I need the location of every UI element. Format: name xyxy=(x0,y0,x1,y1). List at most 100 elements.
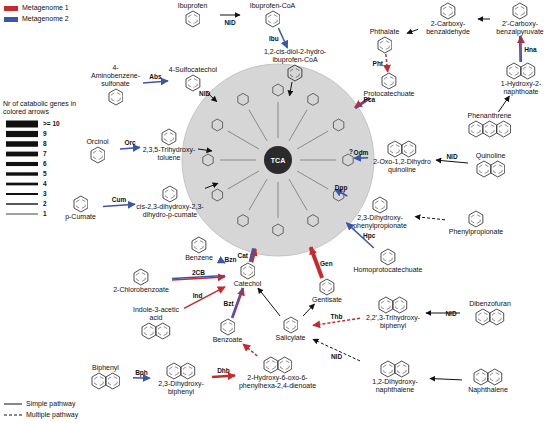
aromatic-bond xyxy=(471,124,480,134)
structure-ring xyxy=(265,10,281,28)
enzyme-label: Bzn xyxy=(225,255,237,262)
intermediate-ring xyxy=(308,93,318,105)
intermediate-link xyxy=(297,171,328,189)
benzene-ring xyxy=(491,161,505,177)
pathway-arrow xyxy=(354,157,368,159)
pathway-arrow xyxy=(520,36,522,62)
enzyme-label: Orc xyxy=(124,139,135,146)
pathway-arrow xyxy=(415,217,445,220)
aromatic-bond xyxy=(384,252,393,262)
legend-text: Metagenome 2 xyxy=(22,15,69,23)
aromatic-bond xyxy=(382,300,391,310)
benzene-ring xyxy=(477,161,491,177)
benzene-ring xyxy=(241,263,255,279)
scale-value: 1 xyxy=(43,210,47,217)
enzyme-label: Hna xyxy=(524,46,536,53)
compound-node: Ibuprofen xyxy=(165,2,220,28)
intermediate-link xyxy=(249,179,267,210)
benzene-ring xyxy=(469,121,483,137)
aromatic-bond xyxy=(499,124,508,134)
aromatic-bond xyxy=(145,326,154,336)
benzene-ring xyxy=(109,89,123,105)
benzene-ring xyxy=(490,309,504,325)
compound-name: Dibenzofuran xyxy=(460,300,520,308)
enzyme-label: Hpc xyxy=(363,232,375,239)
aromatic-bond xyxy=(516,6,525,16)
benzene-ring xyxy=(388,141,402,157)
benzene-ring xyxy=(106,373,120,389)
benzene-ring xyxy=(91,147,105,163)
pathway-arrow xyxy=(430,379,462,380)
pathway-arrow xyxy=(290,82,293,96)
compound-name: Catechol xyxy=(225,280,270,288)
legend-text: Multiple pathway xyxy=(26,411,78,419)
aromatic-bond xyxy=(485,124,494,134)
aromatic-bond xyxy=(93,150,102,160)
aromatic-bond xyxy=(444,6,453,16)
pathway-arrow xyxy=(303,304,315,316)
compound-name: Orcinol xyxy=(75,138,120,146)
compound-name: 2,2',3-Trihydroxy-biphenyl xyxy=(360,314,426,330)
intermediate-ring xyxy=(238,93,248,105)
aromatic-bond xyxy=(137,272,146,282)
scale-line xyxy=(6,203,38,204)
compound-name: Naphthalene xyxy=(462,386,514,394)
aromatic-bond xyxy=(165,132,174,142)
structure-ring xyxy=(468,210,484,228)
structure-ring xyxy=(161,128,177,146)
compound-name: p-Cumate xyxy=(58,213,103,221)
scale-line xyxy=(6,152,38,157)
aromatic-bond xyxy=(479,164,488,174)
compound-name: 2,3,5-Trihydroxy-toluene xyxy=(140,146,198,162)
benzene-ring xyxy=(496,121,510,137)
compound-name: Phenanthrene xyxy=(462,112,517,120)
intermediate-ring xyxy=(333,119,343,131)
compound-node: Homoprotocatechuate xyxy=(350,248,426,274)
compound-name: Gentisate xyxy=(306,296,348,304)
structure-ring xyxy=(380,360,410,378)
enzyme-label: NID xyxy=(445,310,456,317)
benzene-ring xyxy=(163,186,177,202)
pathway-arrow xyxy=(172,277,225,280)
enzyme-label: Dhb xyxy=(217,367,230,374)
intermediate-link xyxy=(228,131,259,149)
pathway-arrow xyxy=(335,190,347,197)
intermediate-link xyxy=(228,171,259,189)
legend-entry: Metagenome 1 xyxy=(4,4,69,12)
compound-node: Salicylate xyxy=(268,316,313,342)
intermediate-link xyxy=(278,102,279,138)
scale-line xyxy=(6,193,38,195)
compound-name: 1,2-cis-diol-2-hydro-ibuprofen-CoA xyxy=(255,48,335,64)
benzene-ring xyxy=(395,361,409,377)
aromatic-bond xyxy=(477,372,486,382)
pathway-arrow xyxy=(198,149,212,151)
compound-name: Homoprotocatechuate xyxy=(350,266,426,274)
enzyme-label: Dpp xyxy=(335,183,348,190)
benzene-ring xyxy=(379,297,393,313)
structure-ring xyxy=(91,372,121,390)
aromatic-bond xyxy=(108,376,117,386)
structure-ring xyxy=(133,268,149,286)
structure-ring xyxy=(287,64,303,82)
compound-node: Protocatechuate xyxy=(360,72,418,98)
benzene-ring xyxy=(402,141,416,157)
aromatic-bond xyxy=(376,200,385,210)
enzyme-label: Cat xyxy=(237,252,247,259)
compound-name: Benzene xyxy=(178,254,220,262)
cycle-name: TCA xyxy=(271,157,285,164)
structure-ring xyxy=(387,140,417,158)
aromatic-bond xyxy=(472,214,481,224)
metabolic-hub-circle xyxy=(182,64,374,256)
structure-ring xyxy=(191,236,207,254)
benzene-ring xyxy=(521,63,535,79)
enzyme-label: Pht xyxy=(373,60,383,67)
compound-node: 4-Sulfocatechol xyxy=(168,66,218,92)
scale-value: 5 xyxy=(43,170,47,177)
aromatic-bond xyxy=(510,66,519,76)
enzyme-label: Odm xyxy=(354,149,369,156)
pathway-arrow xyxy=(436,160,468,163)
intermediate-link xyxy=(289,179,307,210)
intermediate-ring xyxy=(343,154,353,166)
